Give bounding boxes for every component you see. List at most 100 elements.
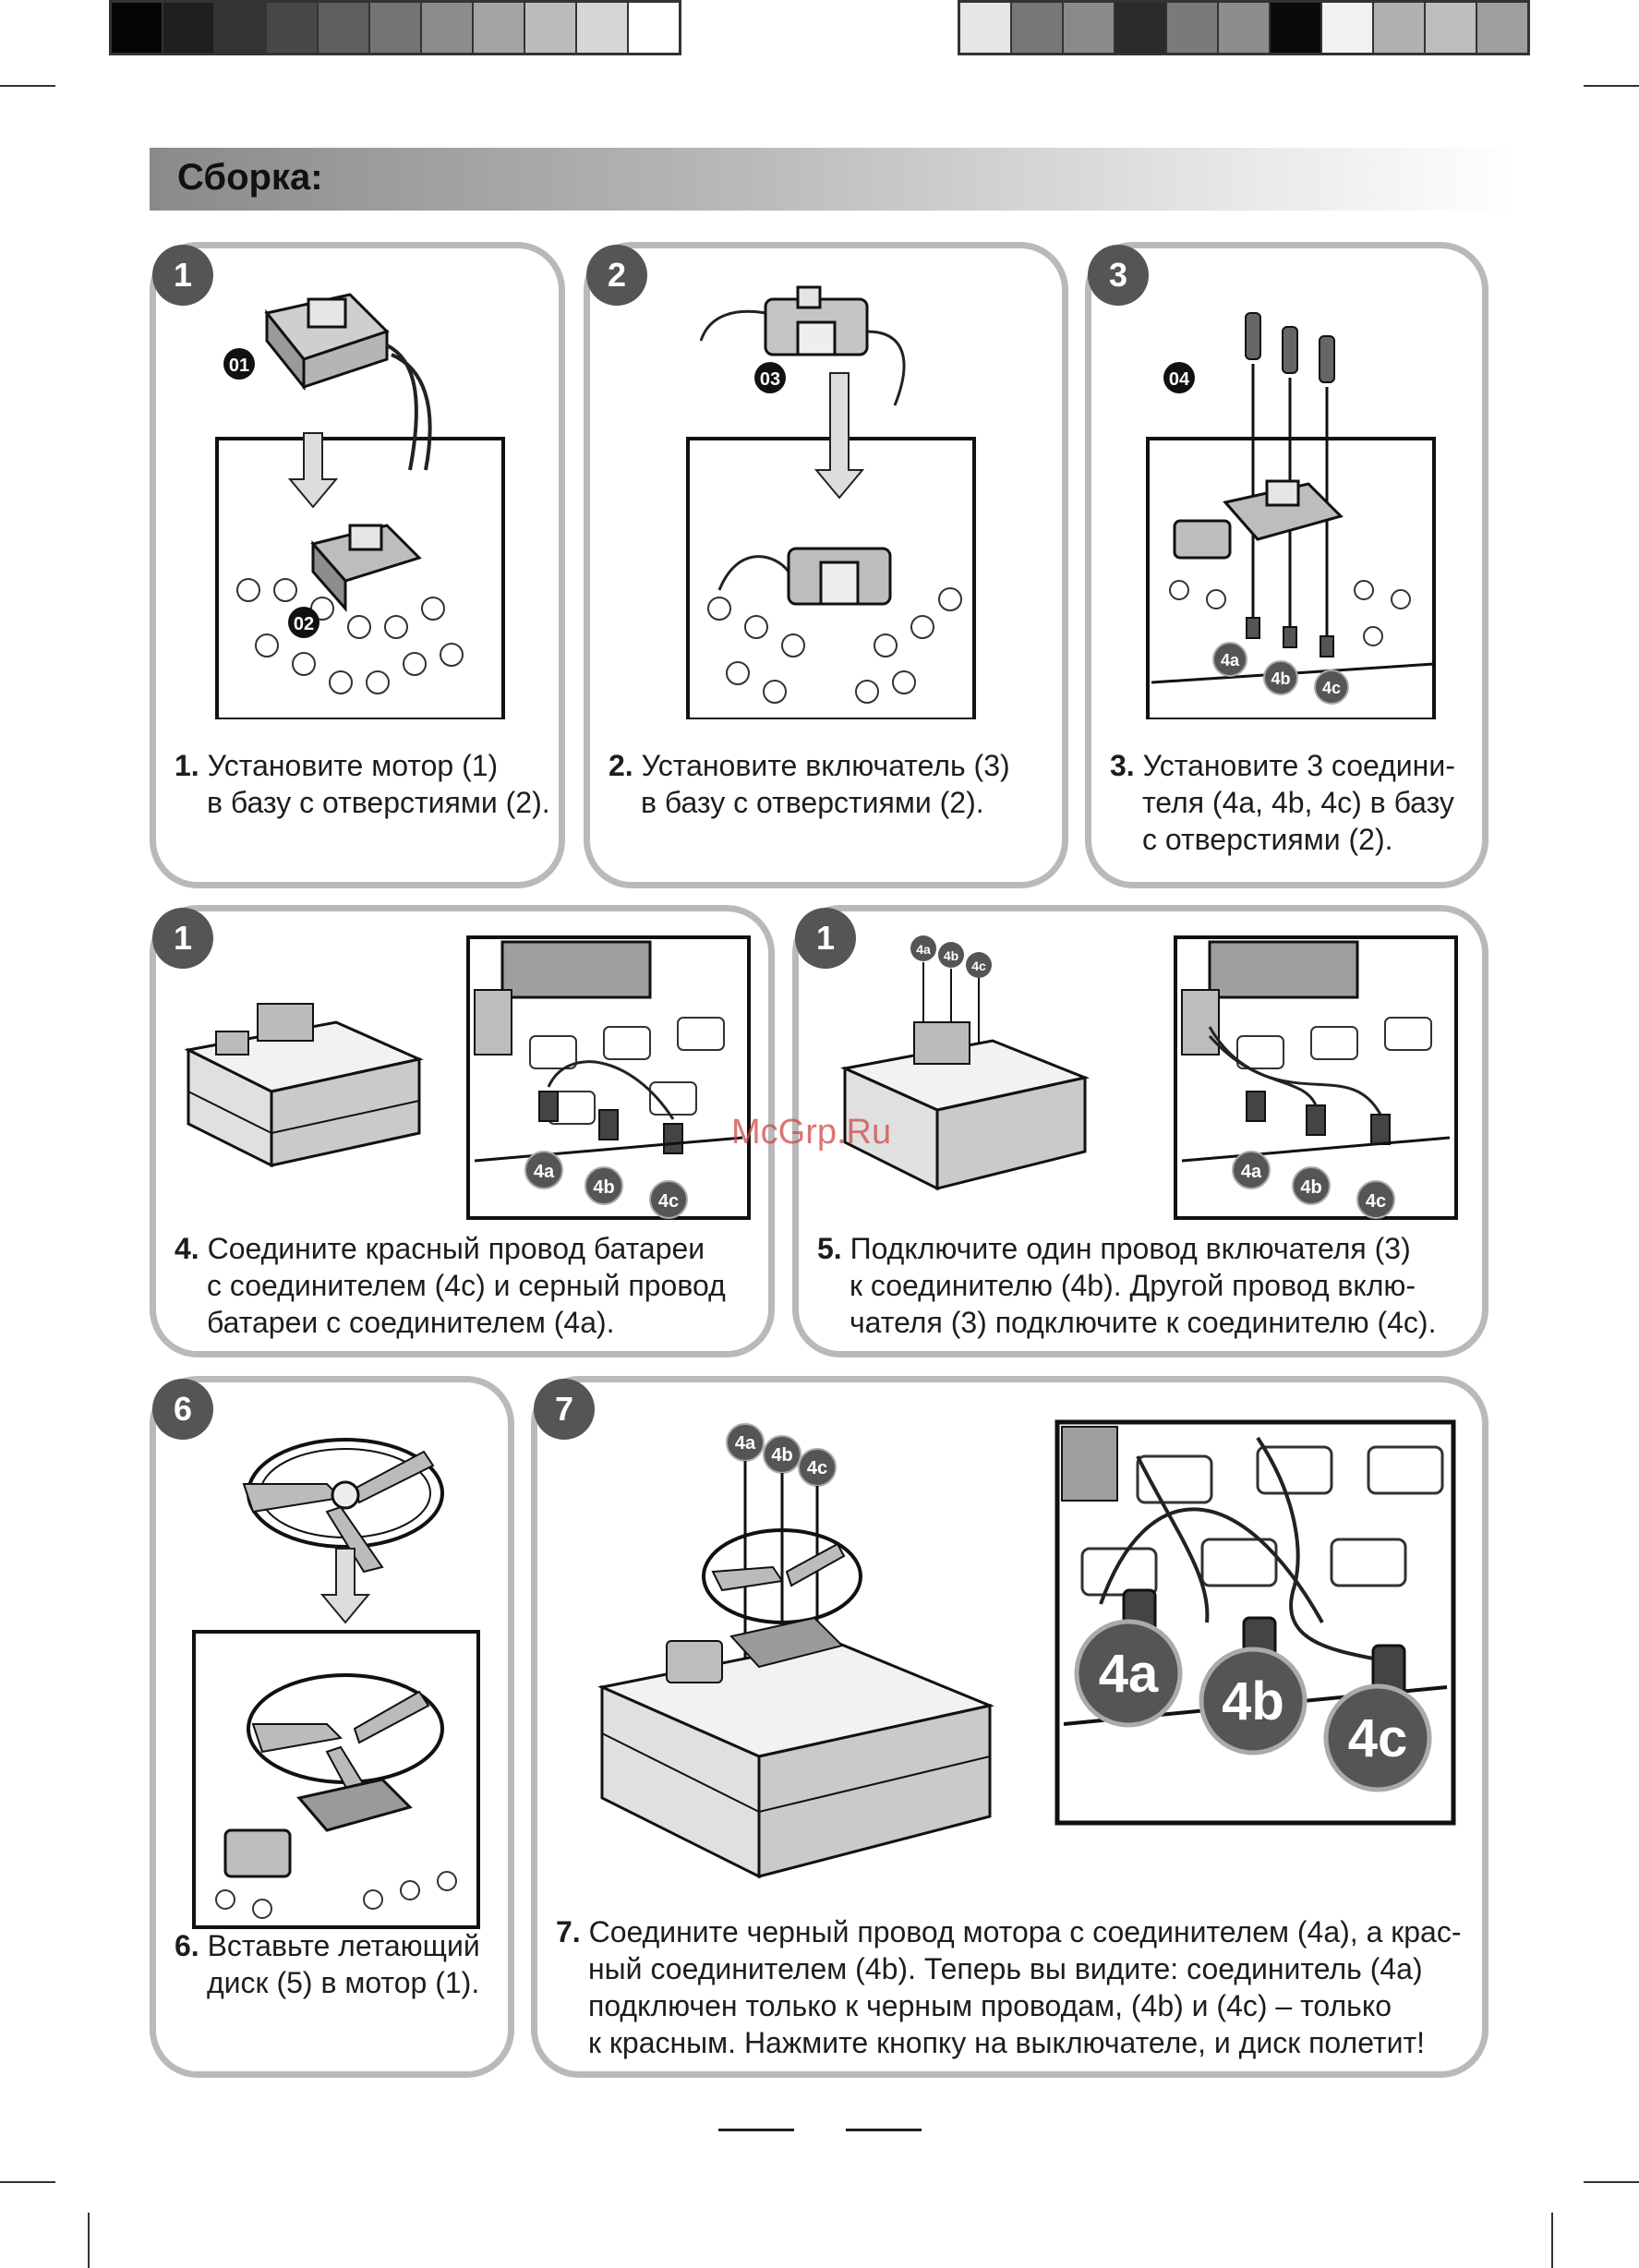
color-swatch [1322,3,1374,53]
final-assembly-illustration: 4a 4b 4c [597,1423,994,1879]
step-panel-2: 2 03 2. Установите включатель (3) в базу… [584,242,1068,888]
connector-label-4c: 4c [807,1458,827,1478]
step-instruction: 6. Вставьте летающий диск (5) в мотор (1… [175,1927,480,2001]
color-calibration-bar-right [958,0,1530,55]
step-badge: 1 [152,908,213,969]
connector-label-4b: 4b [593,1177,614,1198]
connector-install-illustration: 04 4a 4b 4c [1146,312,1436,719]
step-instruction: 7. Соедините черный провод мотора с соед… [556,1913,1462,2061]
connector-label-4b: 4b [1222,1671,1284,1731]
instruction-line: диск (5) в мотор (1). [207,1966,480,1999]
step-badge: 2 [586,245,647,306]
connector-label-4c: 4c [658,1191,679,1212]
color-swatch [215,3,267,53]
color-swatch [163,3,215,53]
color-swatch [422,3,474,53]
step-badge: 6 [152,1379,213,1440]
instruction-line: чателя (3) подключите к соединителю (4c)… [850,1306,1437,1339]
color-swatch [1477,3,1527,53]
instruction-line: Установите мотор (1) [207,749,499,782]
step-number: 4. [175,1232,199,1265]
color-swatch [1064,3,1115,53]
instruction-line: Подключите один провод включателя (3) [850,1232,1411,1265]
step-panel-1: 1 01 02 1. Установите мотор (1) в базу [150,242,565,888]
connector-label-4a: 4a [534,1162,555,1182]
final-wiring-closeup: 4a 4b 4c [1055,1419,1456,1826]
page-number-line [718,2129,794,2131]
instruction-line: Вставьте летающий [207,1929,480,1962]
instruction-line: Установите 3 соедини- [1142,749,1455,782]
step-badge: 7 [534,1379,595,1440]
color-calibration-bar-left [109,0,681,55]
step-instruction: 4. Соедините красный провод батареи с со… [175,1230,726,1341]
connector-label-4a: 4a [735,1433,756,1454]
instruction-line: батареи с соединителем (4a). [207,1306,615,1339]
color-swatch [1219,3,1271,53]
step-instruction: 3. Установите 3 соедини- теля (4a, 4b, 4… [1110,747,1455,858]
color-swatch [525,3,577,53]
color-swatch [474,3,525,53]
instruction-line: в базу с отверстиями (2). [641,786,984,819]
instruction-line: к соединителю (4b). Другой провод вклю- [850,1269,1416,1302]
step-badge: 1 [795,908,856,969]
battery-base-illustration [184,1003,424,1168]
crop-mark [88,2213,90,2268]
color-swatch [577,3,629,53]
step-badge: 1 [152,245,213,306]
step-instruction: 2. Установите включатель (3) в базу с от… [609,747,1010,821]
motor-icon [264,293,390,392]
color-swatch [1012,3,1064,53]
instruction-line: теля (4a, 4b, 4c) в базу [1142,786,1454,819]
connector-label-4a: 4a [1221,651,1240,670]
step-number: 1. [175,749,199,782]
crop-mark [1584,2181,1639,2183]
instruction-line: с соединителем (4c) и серный провод [207,1269,726,1302]
instruction-line: к красным. Нажмите кнопку на выключателе… [588,2026,1425,2059]
battery-wiring-closeup: 4a 4b 4c [466,935,751,1220]
part-label: 02 [294,614,314,634]
color-swatch [112,3,163,53]
part-label: 04 [1169,369,1190,390]
flying-disc-icon [242,1438,444,1574]
color-swatch [319,3,370,53]
crop-mark [0,85,55,87]
step-badge: 3 [1088,245,1149,306]
color-swatch [1271,3,1322,53]
step-number: 6. [175,1929,199,1962]
color-swatch [960,3,1012,53]
connector-label-4a: 4a [1241,1162,1262,1182]
connector-label-4c: 4c [1366,1191,1386,1212]
instruction-line: Установите включатель (3) [641,749,1010,782]
instruction-line: подключен только к черным проводам, (4b)… [588,1989,1392,2022]
instruction-line: с отверстиями (2). [1142,823,1393,856]
instruction-line: в базу с отверстиями (2). [207,786,550,819]
step-number: 7. [556,1915,581,1948]
step-number: 3. [1110,749,1135,782]
step-panel-7: 7 4a 4b 4c [531,1376,1488,2078]
color-swatch [1374,3,1426,53]
connector-label-4b: 4b [771,1445,792,1466]
connector-label-4b: 4b [1300,1177,1321,1198]
switch-install-illustration: 03 [686,285,976,719]
crop-mark [0,2181,55,2183]
connector-label-4b: 4b [944,948,958,963]
motor-install-illustration: 01 02 [215,293,505,719]
crop-mark [1584,85,1639,87]
step-number: 2. [609,749,633,782]
section-title: Сборка: [177,157,323,198]
watermark: McGrp.Ru [731,1113,892,1152]
switch-icon [764,285,869,356]
step-panel-5: 1 4a 4b 4c 4a 4b 4c 5 [792,905,1488,1357]
color-swatch [1167,3,1219,53]
connector-label-4c: 4c [971,959,986,973]
instruction-line: Соедините черный провод мотора с соедини… [588,1915,1462,1948]
color-swatch [629,3,679,53]
part-label: 03 [760,369,780,390]
color-swatch [1426,3,1477,53]
instruction-line: ный соединителем (4b). Теперь вы видите:… [588,1952,1423,1985]
flying-disc-install-illustration [192,1438,480,1929]
crop-mark [1551,2213,1553,2268]
step-panel-3: 3 04 4a 4b 4c 3. Устано [1085,242,1488,888]
color-swatch [370,3,422,53]
color-swatch [1115,3,1167,53]
